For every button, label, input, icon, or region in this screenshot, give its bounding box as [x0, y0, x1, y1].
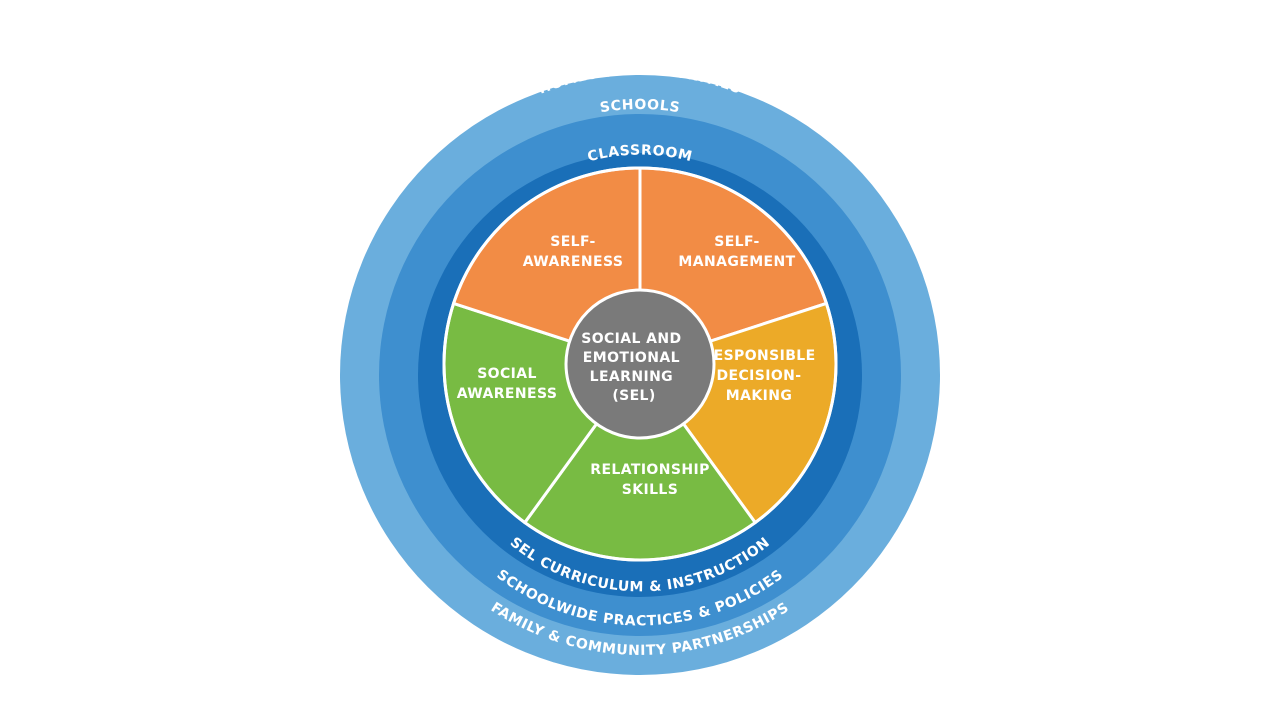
segment-responsible-decision-making-label: RESPONSIBLE DECISION- MAKING: [702, 348, 815, 404]
segment-relationship-skills-label: RELATIONSHIP SKILLS: [590, 462, 709, 498]
segment-label-line: MANAGEMENT: [678, 254, 795, 270]
segment-label-line: SKILLS: [622, 482, 678, 498]
center-label-line: (SEL): [612, 388, 655, 404]
segment-label-line: AWARENESS: [523, 254, 624, 270]
center-label-line: SOCIAL AND: [581, 331, 681, 347]
segment-label-line: AWARENESS: [457, 386, 558, 402]
segment-label-line: SOCIAL: [477, 366, 537, 382]
segment-label-line: RESPONSIBLE: [702, 348, 815, 364]
svg-text:CLASSROOM: CLASSROOM: [586, 143, 694, 166]
segment-label-line: DECISION-: [717, 368, 802, 384]
center-circle: [564, 288, 716, 440]
segment-label-line: SELF-: [714, 234, 760, 250]
center-label-line: EMOTIONAL: [583, 350, 680, 366]
segment-self-awareness-label: SELF- AWARENESS: [523, 234, 624, 270]
segment-label-line: RELATIONSHIP: [590, 462, 709, 478]
segment-label-line: SELF-: [550, 234, 596, 250]
segment-social-awareness-label: SOCIAL AWARENESS: [457, 366, 558, 402]
center-label: SOCIAL AND EMOTIONAL LEARNING (SEL): [581, 331, 687, 404]
segment-self-management-label: SELF- MANAGEMENT: [678, 234, 795, 270]
center-label-line: LEARNING: [590, 369, 673, 385]
segment-disc-border: [442, 166, 838, 562]
segment-label-line: MAKING: [726, 388, 792, 404]
inner-ring-top-label: CLASSROOM: [586, 143, 693, 166]
